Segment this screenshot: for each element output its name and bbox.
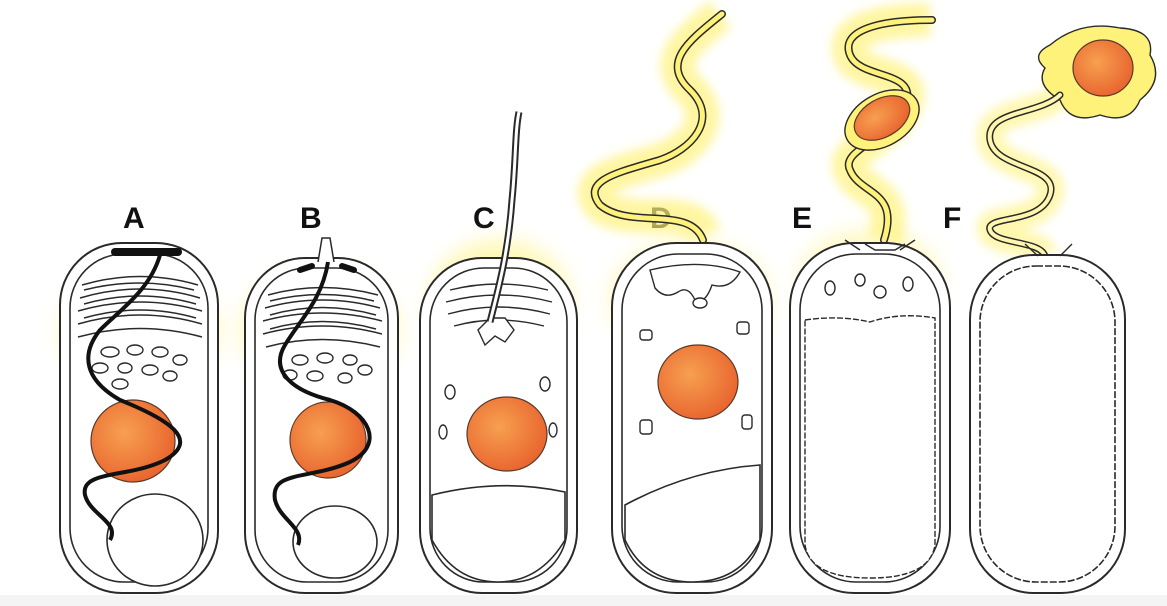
bottom-band [0,595,1167,606]
panel-label-c: C [473,202,495,235]
panel-label-a: A [123,202,145,235]
panel-d: D [595,14,772,593]
panel-label-e: E [792,202,812,235]
panel-b: B [240,202,400,593]
panel-a: A [60,202,220,593]
panel-label-b: B [300,202,322,235]
tube-tip-b [318,238,334,262]
spore-wall-outer-f [970,255,1125,593]
panel-c: C [420,112,577,593]
panel-f: F [943,26,1156,593]
vacuole-a [107,494,203,586]
nucleus-d [658,345,738,419]
empty-spore-cavity-e [805,316,935,578]
panel-e: E [790,20,950,593]
nucleus-f [1073,40,1133,96]
vacuole-b [293,506,377,578]
panel-label-f: F [943,202,961,235]
nucleus-c [467,397,547,471]
